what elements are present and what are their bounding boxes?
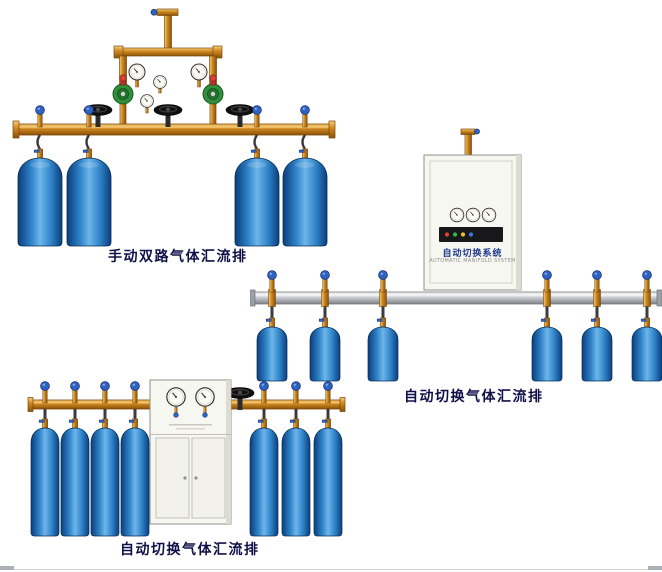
cylinder-valve — [540, 317, 550, 328]
gas-cylinder — [17, 157, 63, 247]
cylinder-station — [631, 270, 662, 382]
station-valve-knob — [592, 270, 602, 293]
page-bottom-border — [0, 569, 662, 570]
pressure-gauge — [190, 63, 208, 81]
cylinder-station — [367, 270, 399, 382]
manual-manifold-illustration — [12, 8, 336, 247]
station-valve-knob — [320, 270, 330, 293]
gas-cylinder — [367, 326, 399, 382]
cylinder-valve — [98, 418, 108, 429]
page-corner-mark-right — [648, 566, 662, 570]
pigtail-hose — [85, 134, 91, 150]
cylinder-station — [120, 381, 150, 537]
caption-auto-switch-wall: 自动切换气体汇流排 — [404, 389, 544, 405]
inlet-valve-knob — [150, 8, 158, 16]
inlet-header-pipes — [113, 8, 223, 126]
manifold-pipe — [27, 397, 346, 412]
indicator-light-red — [444, 232, 450, 237]
gas-cylinder — [309, 326, 341, 382]
control-cabinet — [149, 379, 232, 525]
pressure-gauge — [128, 63, 146, 81]
indicator-light-yellow — [460, 232, 466, 237]
pigtail-hose — [301, 134, 307, 150]
indicator-light-green — [452, 232, 458, 237]
cylinder-valve — [128, 418, 138, 429]
cabinet-inlet-pipe — [460, 128, 480, 156]
cabinet-gauge — [481, 207, 497, 223]
cylinder-valve — [257, 418, 267, 429]
pressure-gauge — [140, 94, 154, 108]
cylinder-station — [249, 381, 279, 537]
cylinder-valve — [38, 418, 48, 429]
caption-auto-switch-floor: 自动切换气体汇流排 — [120, 542, 260, 558]
cylinder-station — [313, 381, 343, 537]
cabinet-knob — [202, 412, 208, 418]
pressure-gauges — [128, 63, 208, 114]
station-valve-knob — [378, 270, 388, 293]
cylinder-station — [309, 270, 341, 382]
cylinder-station — [90, 381, 120, 537]
cylinder-valve — [82, 148, 92, 159]
cabinet-gauge — [449, 207, 465, 223]
pressure-regulator — [202, 74, 224, 105]
gas-cylinder — [281, 427, 311, 537]
cylinder-station — [30, 381, 60, 537]
cylinder-valve — [321, 418, 331, 429]
gas-cylinder — [90, 427, 120, 537]
auto-switch-floor-illustration — [27, 379, 346, 537]
cylinder-valve — [590, 317, 600, 328]
cylinder-station — [531, 270, 563, 382]
cylinder-valve — [289, 418, 299, 429]
door-handle — [183, 476, 187, 480]
figure-manual-dual-manifold — [8, 6, 340, 248]
pigtail-hose — [36, 134, 42, 150]
cylinder-station — [282, 105, 328, 247]
caption-manual-dual-manifold: 手动双路气体汇流排 — [108, 249, 248, 265]
manifold-pipe — [12, 120, 336, 139]
cylinder-valve — [68, 418, 78, 429]
gas-cylinder — [66, 157, 112, 247]
door-handle — [194, 476, 198, 480]
cabinet-sublabel: AUTOMATIC MANIFOLD SYSTEM — [429, 258, 516, 264]
cabinet-gauge — [195, 387, 215, 407]
gas-cylinder — [60, 427, 90, 537]
station-valve-knob — [642, 270, 652, 293]
cylinder-station — [234, 105, 280, 247]
cylinder-station — [281, 381, 311, 537]
cabinet-knob — [173, 412, 179, 418]
pressure-regulator — [112, 74, 134, 105]
figure-auto-switch-floor — [26, 374, 348, 546]
pigtail-hose — [253, 134, 259, 150]
auto-switch-illustration — [249, 128, 662, 382]
cylinder-valve — [265, 317, 275, 328]
pressure-gauge — [153, 75, 167, 89]
cylinder-valve — [376, 317, 386, 328]
cylinder-station — [66, 105, 112, 247]
cabinet-label: 自动切换系统 — [442, 249, 503, 259]
gas-cylinder — [30, 427, 60, 537]
gas-cylinder — [256, 326, 288, 382]
cabinet-gauge — [465, 207, 481, 223]
indicator-light-blue — [468, 232, 474, 237]
control-cabinet — [423, 154, 522, 291]
gas-cylinder — [631, 326, 662, 382]
page-corner-mark-left — [0, 566, 14, 570]
cylinder-station — [17, 105, 63, 247]
cylinder-valve — [33, 148, 43, 159]
station-valve-knob — [542, 270, 552, 293]
gas-cylinder — [313, 427, 343, 537]
gas-cylinder — [581, 326, 613, 382]
figure-auto-switch-wall: 自动切换系统 AUTOMATIC MANIFOLD SYSTEM — [249, 128, 662, 388]
station-valve-knob — [267, 270, 277, 293]
cylinder-valve — [318, 317, 328, 328]
gas-cylinder — [120, 427, 150, 537]
gas-cylinder — [249, 427, 279, 537]
cylinder-station — [60, 381, 90, 537]
gas-cylinder — [531, 326, 563, 382]
cylinder-station — [581, 270, 613, 382]
cylinder-valve — [640, 317, 650, 328]
cylinder-station — [256, 270, 288, 382]
cabinet-gauge — [166, 387, 186, 407]
manifold-pipe — [249, 289, 662, 307]
